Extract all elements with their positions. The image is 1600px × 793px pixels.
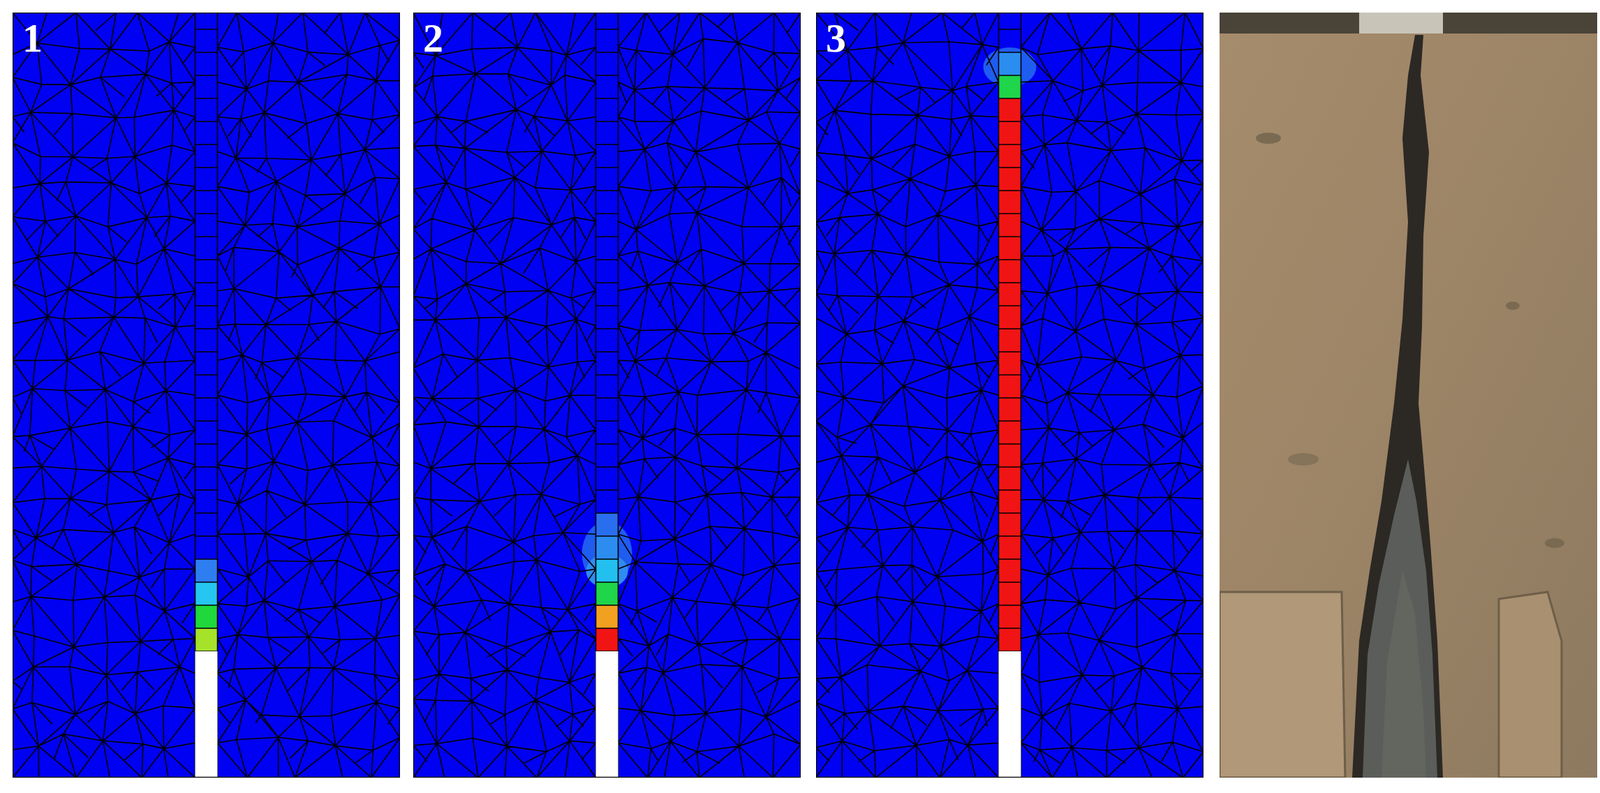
panel-number: 3 — [825, 18, 847, 59]
damage-element — [596, 536, 619, 560]
damage-element — [998, 582, 1022, 606]
damage-element — [195, 628, 218, 652]
damage-element — [195, 559, 218, 583]
damage-element — [998, 98, 1022, 122]
mesh-panel — [816, 12, 1204, 778]
damage-element — [998, 190, 1022, 214]
damage-element — [998, 420, 1022, 444]
damage-element — [998, 605, 1022, 629]
damage-element — [998, 374, 1022, 398]
damage-element — [195, 605, 218, 629]
damage-element — [998, 443, 1022, 468]
damage-element — [998, 559, 1022, 583]
damage-element — [998, 536, 1022, 560]
damage-element — [998, 305, 1022, 329]
damage-element — [998, 52, 1022, 76]
damage-element — [998, 75, 1022, 99]
damage-element — [998, 259, 1022, 283]
damage-element — [596, 559, 619, 583]
panel-number: 2 — [423, 18, 444, 59]
mesh-panel — [12, 12, 400, 778]
damage-element — [998, 213, 1022, 237]
damage-element — [596, 513, 619, 537]
damage-element — [998, 513, 1022, 537]
damage-element — [998, 236, 1022, 260]
mesh-lines — [413, 12, 801, 778]
damage-element — [596, 582, 619, 606]
damage-element — [998, 628, 1022, 652]
cracked-specimen — [1219, 12, 1598, 778]
damage-element — [998, 167, 1022, 191]
specimen-photo — [1219, 12, 1598, 778]
fe-mesh — [12, 12, 400, 778]
damage-element — [998, 490, 1022, 514]
mesh-panel — [413, 12, 801, 778]
damage-element — [195, 582, 218, 606]
damage-element — [998, 397, 1022, 421]
damage-element — [596, 628, 619, 652]
damage-element — [998, 328, 1022, 352]
fe-mesh — [816, 12, 1204, 778]
panel-number: 1 — [22, 18, 43, 59]
damage-element — [998, 351, 1022, 375]
damage-element — [596, 605, 619, 629]
damage-element — [998, 144, 1022, 168]
fe-mesh — [413, 12, 801, 778]
damage-element — [998, 467, 1022, 491]
mesh-lines — [12, 12, 400, 778]
damage-element — [998, 121, 1022, 145]
mesh-lines — [816, 12, 1204, 778]
damage-element — [998, 282, 1022, 306]
